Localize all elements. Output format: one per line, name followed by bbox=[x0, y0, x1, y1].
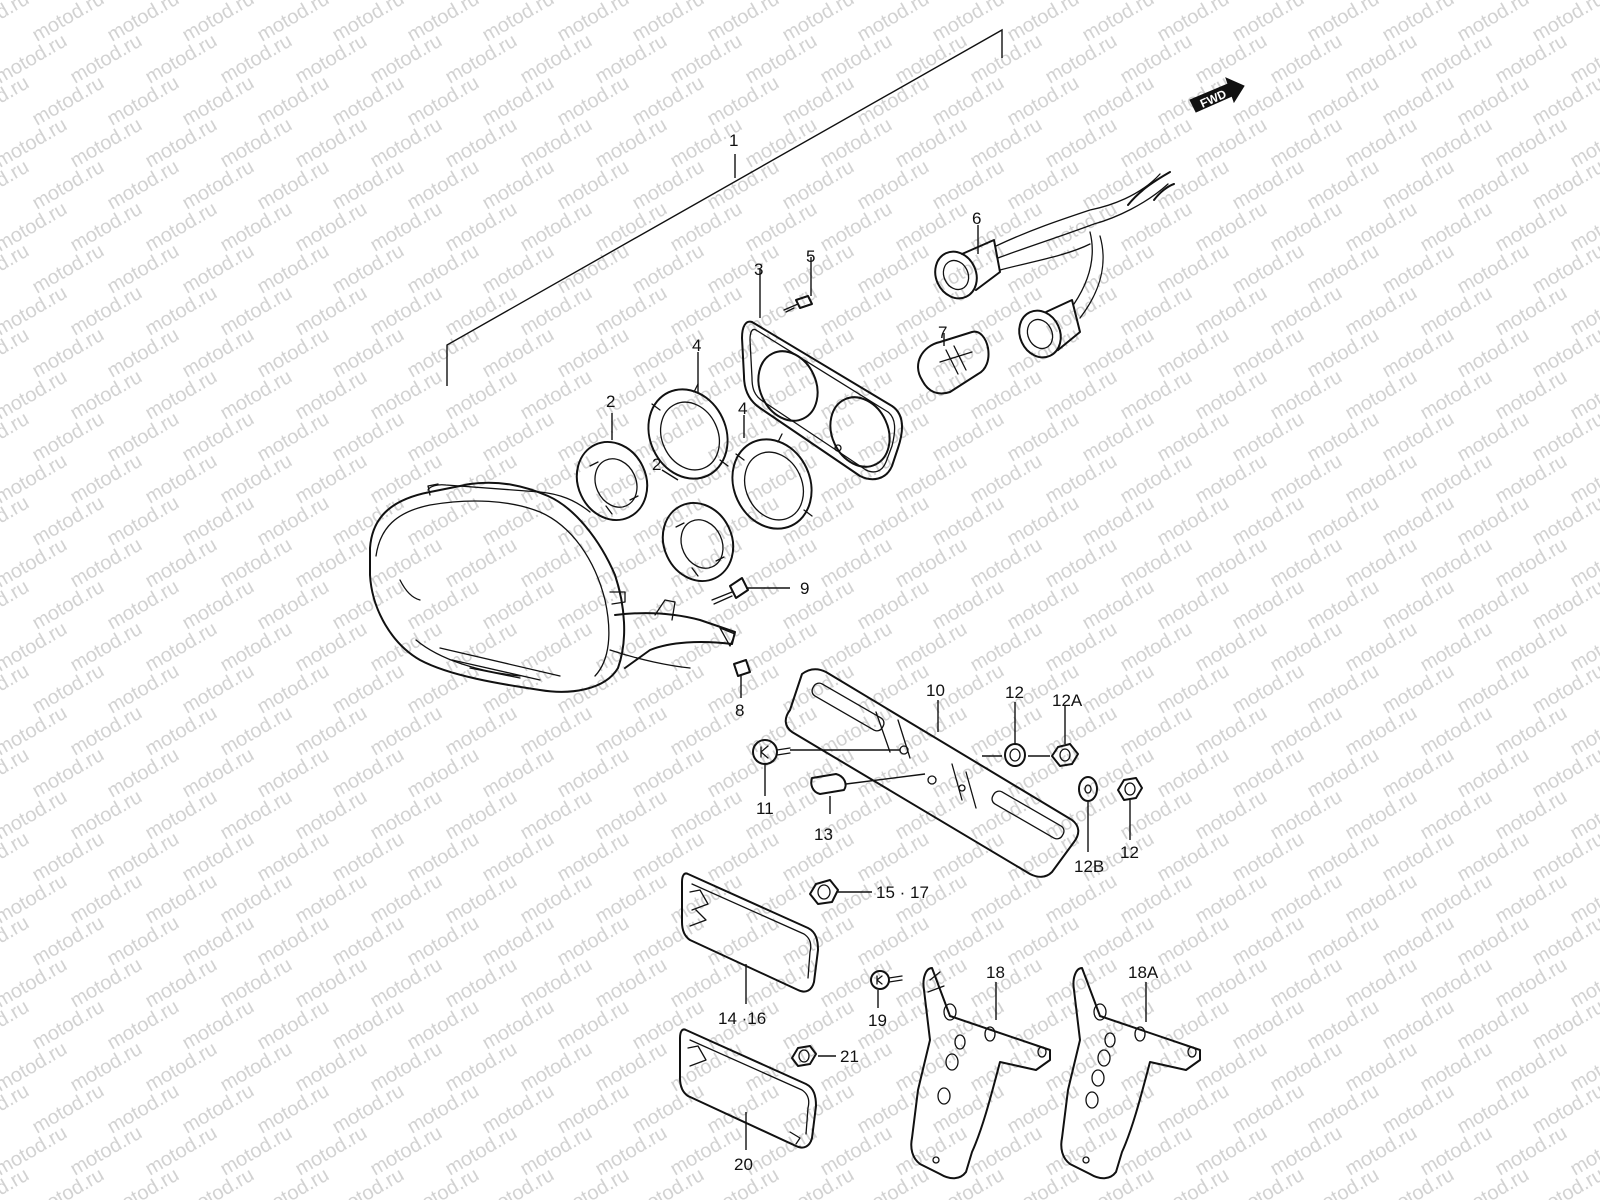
bulb-socket-with-wire bbox=[934, 171, 1175, 359]
callout-12-upper: 12 bbox=[1005, 683, 1024, 702]
side-bracket-18A bbox=[1060, 967, 1201, 1180]
leader-lines bbox=[611, 225, 1147, 1150]
callout-14-16: 14 ·16 bbox=[718, 1009, 766, 1028]
callout-2-upper: 2 bbox=[606, 392, 615, 411]
callout-18: 18 bbox=[986, 963, 1005, 982]
nut-21 bbox=[791, 1045, 817, 1067]
bulb bbox=[917, 330, 990, 395]
callout-3: 3 bbox=[754, 260, 763, 279]
callout-18A: 18A bbox=[1128, 963, 1159, 982]
socket-ring-upper bbox=[575, 441, 649, 521]
callout-15-17: 15 · 17 bbox=[876, 883, 929, 902]
callout-7: 7 bbox=[938, 323, 947, 342]
reflector-upper bbox=[681, 872, 819, 993]
nut-12-upper bbox=[1004, 743, 1026, 767]
nut-12-lower bbox=[1117, 777, 1143, 801]
cone-bushing bbox=[810, 773, 926, 795]
callout-1: 1 bbox=[729, 131, 738, 150]
side-bracket-18 bbox=[910, 967, 1051, 1180]
callout-21: 21 bbox=[840, 1047, 859, 1066]
gasket-plate bbox=[741, 320, 903, 481]
callout-labels: 1 2 2 3 4 4 5 6 7 8 9 10 11 12 12A 12B 1… bbox=[606, 131, 1159, 1174]
callout-11: 11 bbox=[756, 799, 774, 818]
retaining-ring-lower bbox=[731, 433, 813, 530]
socket-ring-lower bbox=[661, 502, 735, 582]
washer-12B bbox=[1078, 776, 1098, 802]
bolt-19 bbox=[870, 970, 903, 990]
screw-small bbox=[783, 295, 813, 313]
callout-10: 10 bbox=[926, 681, 945, 700]
callout-2-lower: 2 bbox=[652, 455, 661, 474]
clip-nut bbox=[733, 659, 751, 677]
callout-4-lower: 4 bbox=[738, 399, 747, 418]
nut-12A bbox=[1051, 743, 1079, 767]
assembly-bracket bbox=[446, 28, 1003, 386]
fwd-badge: FWD bbox=[1189, 77, 1245, 113]
callout-4-upper: 4 bbox=[692, 336, 701, 355]
callout-9: 9 bbox=[800, 579, 809, 598]
callout-12-lower: 12 bbox=[1120, 843, 1139, 862]
callout-8: 8 bbox=[735, 701, 744, 720]
fwd-arrow-icon bbox=[1189, 77, 1245, 113]
callout-20: 20 bbox=[734, 1155, 753, 1174]
fwd-badge-text: FWD bbox=[1198, 87, 1229, 111]
reflector-lower bbox=[679, 1028, 817, 1149]
retaining-ring-upper bbox=[647, 383, 729, 480]
callout-5: 5 bbox=[806, 247, 815, 266]
taillight-housing bbox=[369, 481, 736, 693]
nut-15-17 bbox=[809, 879, 839, 905]
callout-19: 19 bbox=[868, 1011, 887, 1030]
plate-bracket bbox=[784, 668, 1080, 878]
callout-6: 6 bbox=[972, 209, 981, 228]
callout-12A: 12A bbox=[1052, 691, 1083, 710]
callout-12B: 12B bbox=[1074, 857, 1104, 876]
callout-13: 13 bbox=[814, 825, 833, 844]
screw-bolt bbox=[711, 577, 749, 605]
